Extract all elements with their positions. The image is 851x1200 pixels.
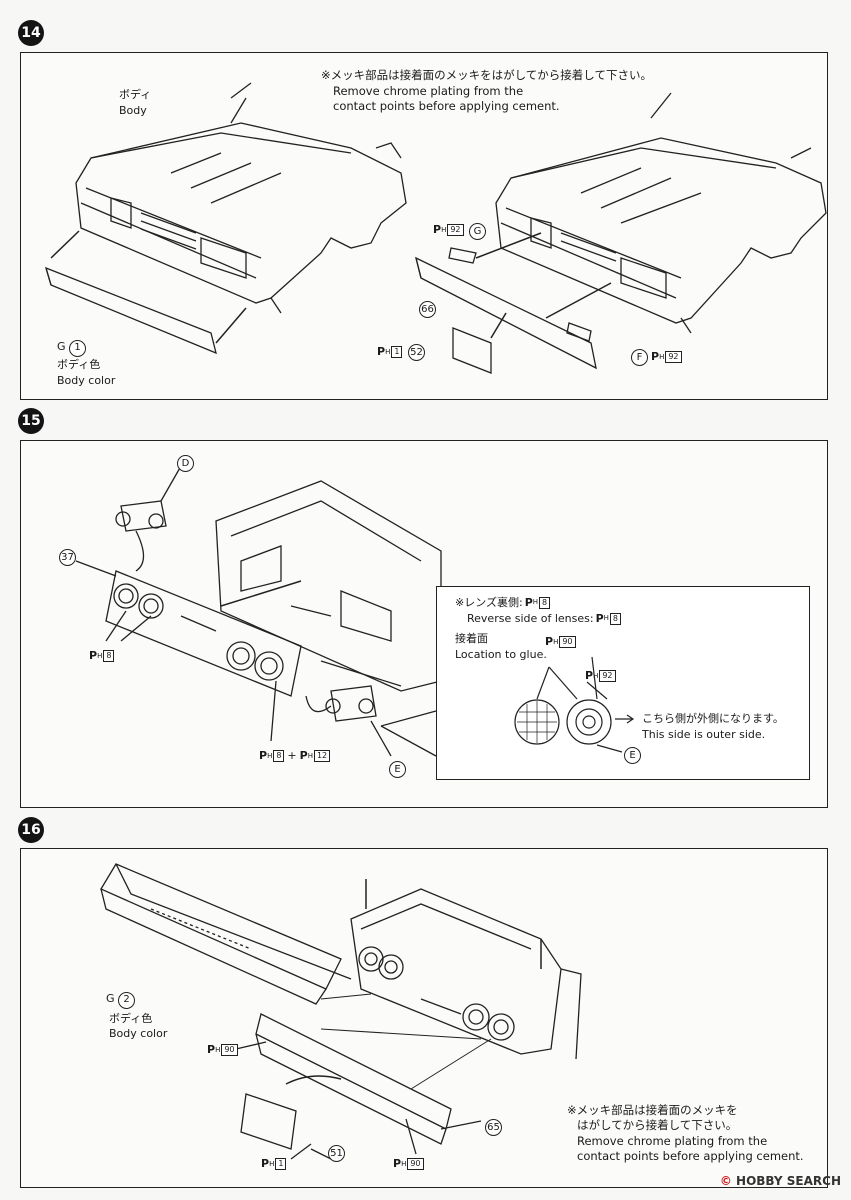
- outer-side-ja: こちら側が外側になります。: [642, 712, 784, 725]
- chrome-note-16-ja-1: ※メッキ部品は接着面のメッキを: [567, 1103, 738, 1117]
- part-g-circle: G: [469, 223, 486, 240]
- part-f-circle: F: [631, 349, 648, 366]
- body-label-en: Body: [119, 104, 147, 117]
- lens-detail-drawing: [514, 656, 635, 753]
- outer-side-en: This side is outer side.: [642, 728, 766, 741]
- step-15-drawing: [75, 465, 442, 757]
- part-g-letter: G: [57, 340, 66, 353]
- chrome-note-en-2: contact points before applying cement.: [333, 99, 560, 113]
- part-65-number: 65: [485, 1119, 502, 1136]
- part-e-circle: E: [389, 761, 406, 778]
- step-14-drawing: [45, 82, 827, 374]
- body-label-ja: ボディ: [119, 88, 152, 101]
- chrome-note-en-1: Remove chrome plating from the: [333, 84, 524, 98]
- glue-label-en: Location to glue.: [455, 648, 547, 661]
- step-16-drawing: [100, 863, 582, 1160]
- bodycolor-en-16: Body color: [109, 1027, 168, 1040]
- chrome-note-16-en-2: contact points before applying cement.: [577, 1149, 804, 1163]
- part-g2-label: G 2: [106, 991, 136, 1009]
- part-2-number: 2: [118, 991, 136, 1009]
- step-14-panel: ※メッキ部品は接着面のメッキをはがしてから接着して下さい。 Remove chr…: [20, 52, 828, 400]
- watermark-prefix: ©: [719, 1174, 732, 1188]
- chrome-note-16-ja-2: はがしてから接着して下さい。: [577, 1118, 738, 1132]
- part-37-number: 37: [59, 549, 76, 566]
- part-51-number: 51: [328, 1145, 345, 1162]
- step-16-badge: 16: [18, 817, 44, 843]
- step-15-badge: 15: [18, 408, 44, 434]
- bodycolor-ja-16: ボディ色: [109, 1012, 153, 1025]
- part-52-number: 52: [408, 344, 425, 361]
- bodycolor-ja: ボディ色: [57, 358, 101, 371]
- chrome-note-ja: ※メッキ部品は接着面のメッキをはがしてから接着して下さい。: [321, 68, 652, 82]
- glue-label-ja: 接着面: [455, 632, 488, 645]
- part-d-circle: D: [177, 455, 194, 472]
- bodycolor-en: Body color: [57, 374, 116, 387]
- watermark-brand: HOBBY SEARCH: [736, 1174, 841, 1188]
- step-14-badge: 14: [18, 20, 44, 46]
- inset-part-e-circle: E: [624, 747, 641, 764]
- part-g1-label: G 1: [57, 339, 87, 357]
- chrome-note-16-en-1: Remove chrome plating from the: [577, 1134, 768, 1148]
- part-66-number: 66: [419, 301, 436, 318]
- hobby-search-watermark: © HOBBY SEARCH: [720, 1174, 841, 1188]
- part-1-number: 1: [69, 339, 87, 357]
